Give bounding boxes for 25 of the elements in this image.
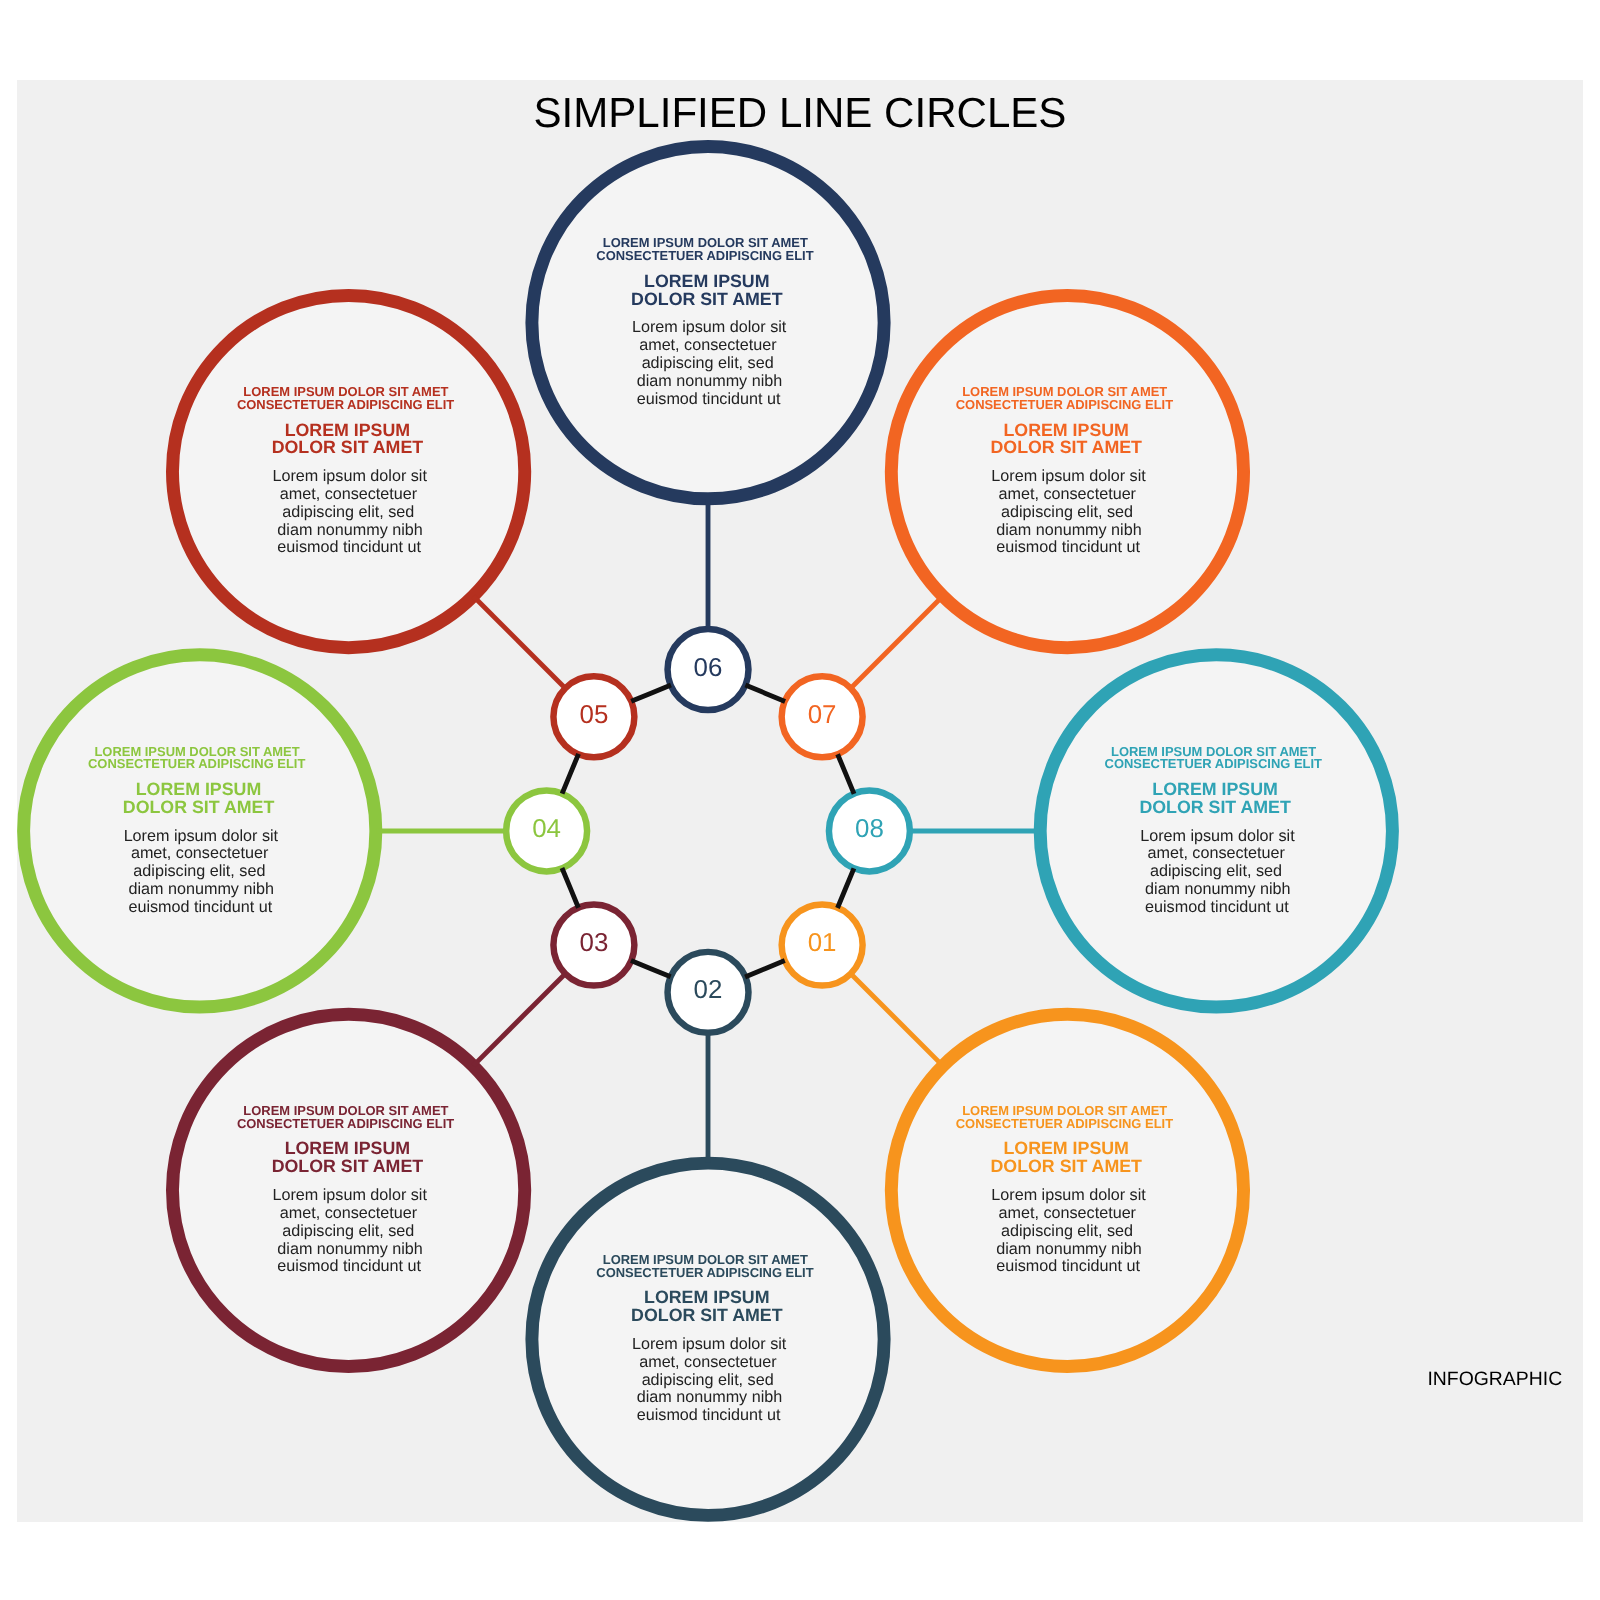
connector — [835, 866, 857, 908]
connector — [559, 751, 581, 794]
connector — [835, 752, 857, 794]
node-circle: 07 — [778, 672, 866, 760]
node-circle: 06 — [664, 624, 752, 713]
connector — [744, 957, 786, 979]
connector — [471, 970, 567, 1067]
connector — [630, 957, 672, 979]
connector — [471, 593, 567, 689]
label: INFOGRAPHIC — [1427, 1367, 1563, 1390]
node-circle: 03 — [550, 900, 638, 988]
connector — [376, 827, 507, 833]
node-circle: 08 — [825, 786, 914, 874]
node-circle: 05 — [550, 672, 638, 760]
connector — [909, 827, 1040, 833]
node-circle: 02 — [664, 947, 752, 1036]
diagram-title: SIMPLIFIED LINE CIRCLES — [533, 89, 1067, 136]
connector — [849, 593, 945, 689]
connector — [559, 866, 581, 908]
node-circle: 01 — [778, 900, 866, 988]
node-circle: 04 — [502, 786, 591, 874]
connector — [630, 681, 672, 703]
connector — [705, 1031, 711, 1162]
connector — [744, 681, 786, 703]
connector — [849, 970, 945, 1067]
